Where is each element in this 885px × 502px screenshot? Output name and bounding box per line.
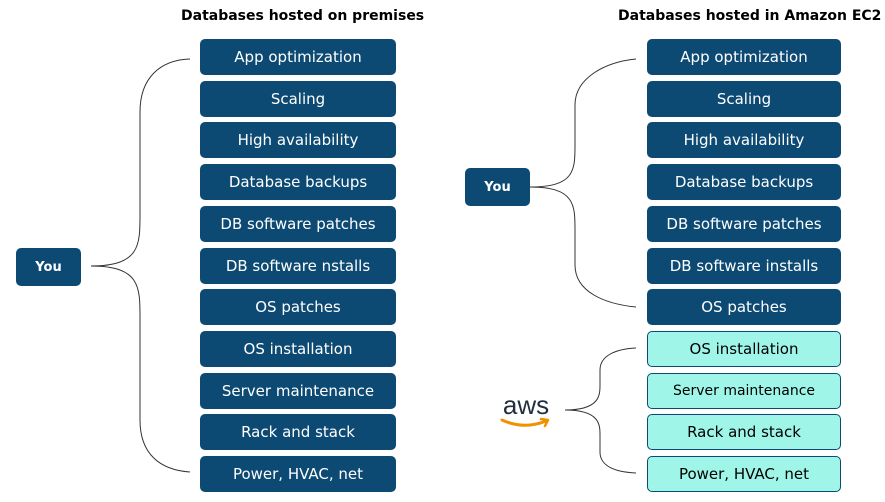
left-task-high-availability: High availability <box>200 122 396 158</box>
left-bracket-top <box>90 58 191 267</box>
right-task-app-optimization: App optimization <box>647 39 841 75</box>
aws-smile <box>500 418 548 427</box>
right-task-server-maintenance: Server maintenance <box>647 373 841 409</box>
left-task-db-software-patches: DB software patches <box>200 206 396 242</box>
aws-bracket-bottom <box>564 409 637 474</box>
right-bracket-top <box>529 58 637 188</box>
aws-smile-arrow <box>539 417 550 428</box>
left-you-box: You <box>16 248 81 286</box>
left-task-power-hvac-net: Power, HVAC, net <box>200 456 396 492</box>
right-task-os-patches: OS patches <box>647 289 841 325</box>
left-task-rack-and-stack: Rack and stack <box>200 414 396 450</box>
right-task-db-software-installs: DB software installs <box>647 248 841 284</box>
right-task-database-backups: Database backups <box>647 164 841 200</box>
left-task-db-software-installs: DB software nstalls <box>200 248 396 284</box>
right-bracket-bottom <box>529 186 637 308</box>
right-title: Databases hosted in Amazon EC2 <box>618 8 882 24</box>
left-task-database-backups: Database backups <box>200 164 396 200</box>
left-bracket-bottom <box>90 265 191 473</box>
right-task-high-availability: High availability <box>647 122 841 158</box>
aws-logo: aws <box>496 390 556 430</box>
left-task-os-patches: OS patches <box>200 289 396 325</box>
left-task-server-maintenance: Server maintenance <box>200 373 396 409</box>
aws-bracket-top <box>564 347 637 411</box>
right-task-os-installation: OS installation <box>647 331 841 367</box>
aws-logo-text: aws <box>503 390 549 420</box>
right-task-power-hvac-net: Power, HVAC, net <box>647 456 841 492</box>
right-you-box: You <box>465 168 530 206</box>
left-task-scaling: Scaling <box>200 81 396 117</box>
right-task-db-software-patches: DB software patches <box>647 206 841 242</box>
right-task-rack-and-stack: Rack and stack <box>647 414 841 450</box>
right-task-scaling: Scaling <box>647 81 841 117</box>
left-title: Databases hosted on premises <box>181 8 425 24</box>
left-task-app-optimization: App optimization <box>200 39 396 75</box>
left-task-os-installation: OS installation <box>200 331 396 367</box>
